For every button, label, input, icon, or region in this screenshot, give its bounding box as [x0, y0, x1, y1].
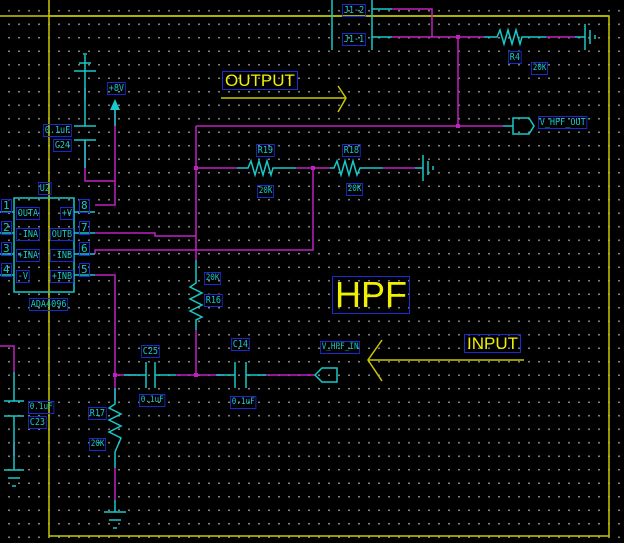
- u2-pin6-num: 6: [79, 242, 90, 256]
- r19-value: 20K: [257, 185, 275, 198]
- u2-pin2-name: -INA: [16, 228, 40, 241]
- u2-pin6-name: -INB: [50, 249, 74, 262]
- capacitor-c25[interactable]: [124, 362, 176, 388]
- r18-value: 20K: [346, 183, 364, 196]
- port-v-hpf-out[interactable]: [503, 117, 535, 135]
- connector-ref-top: J1-2: [342, 4, 366, 17]
- u2-pin8-name: +V: [60, 207, 74, 220]
- r19-ref: R19: [256, 144, 275, 157]
- sheet-border: [0, 0, 610, 537]
- resistor-r16[interactable]: [188, 260, 204, 330]
- c14-value: 0.1uF: [230, 396, 257, 409]
- ic-u2-ref: U2: [38, 182, 52, 195]
- block-title: HPF: [332, 276, 410, 314]
- u2-pin2-num: 2: [1, 221, 12, 235]
- c23-ref: C23: [28, 416, 47, 429]
- output-flow-label: OUTPUT: [222, 71, 298, 90]
- c14-ref: C14: [231, 338, 250, 351]
- ic-u2-body[interactable]: [13, 197, 75, 293]
- u2-pin7-num: 7: [79, 221, 90, 235]
- u2-pin3-num: 3: [1, 242, 12, 256]
- connector-ref-bottom: J1-1: [342, 33, 366, 46]
- c24-value: 0.1uF: [43, 124, 72, 137]
- u2-pin5-name: +INB: [50, 270, 74, 283]
- input-flow-label: INPUT: [464, 334, 521, 353]
- net-supply-8v: +8V: [107, 82, 126, 95]
- u2-pin3-name: +INA: [16, 249, 40, 262]
- u2-pin4-name: -V: [16, 270, 30, 283]
- ic-u2-part: ADA4096: [29, 298, 69, 311]
- c23-value: 0.1uF: [28, 401, 55, 414]
- wires: [0, 8, 575, 500]
- connector-j1[interactable]: [331, 0, 392, 50]
- resistor-r4[interactable]: [484, 27, 546, 47]
- r17-value: 20K: [89, 438, 107, 451]
- port-v-hpf-in[interactable]: [313, 367, 338, 383]
- r4-value: 20K: [531, 62, 549, 75]
- resistor-r19[interactable]: [237, 158, 296, 178]
- c25-value: 0.1uF: [139, 394, 166, 407]
- u2-pin1-num: 1: [1, 199, 12, 213]
- c24-ref: C24: [53, 139, 72, 152]
- resistor-r18[interactable]: [330, 158, 383, 178]
- ground-icon-r17: [104, 500, 126, 529]
- r18-ref: R18: [342, 144, 361, 157]
- net-v-hpf-in: V_HPF_IN: [320, 341, 361, 354]
- capacitor-c23[interactable]: [4, 372, 24, 487]
- r17-ref: R17: [88, 407, 107, 420]
- input-arrow-icon: [367, 339, 524, 382]
- junctions: [113, 35, 460, 377]
- u2-pin4-num: 4: [1, 263, 12, 277]
- r16-ref: R16: [204, 294, 223, 307]
- capacitor-c24[interactable]: [74, 53, 96, 168]
- u2-pin8-num: 8: [79, 199, 90, 213]
- u2-pin7-name: OUTB: [50, 228, 74, 241]
- net-v-hpf-out: V_HPF_OUT: [538, 116, 588, 129]
- c25-ref: C25: [141, 345, 160, 358]
- r4-ref: R4: [508, 51, 522, 64]
- output-arrow-icon: [221, 85, 347, 113]
- power-arrow-icon: [110, 99, 120, 110]
- resistor-r17[interactable]: [107, 388, 123, 468]
- r16-value: 20K: [204, 272, 222, 285]
- ground-icon-r4: [575, 24, 596, 50]
- capacitor-c14[interactable]: [216, 362, 266, 388]
- ground-icon-r18: [415, 155, 434, 181]
- u2-pin5-num: 5: [79, 263, 90, 277]
- u2-pin1-name: OUTA: [16, 207, 40, 220]
